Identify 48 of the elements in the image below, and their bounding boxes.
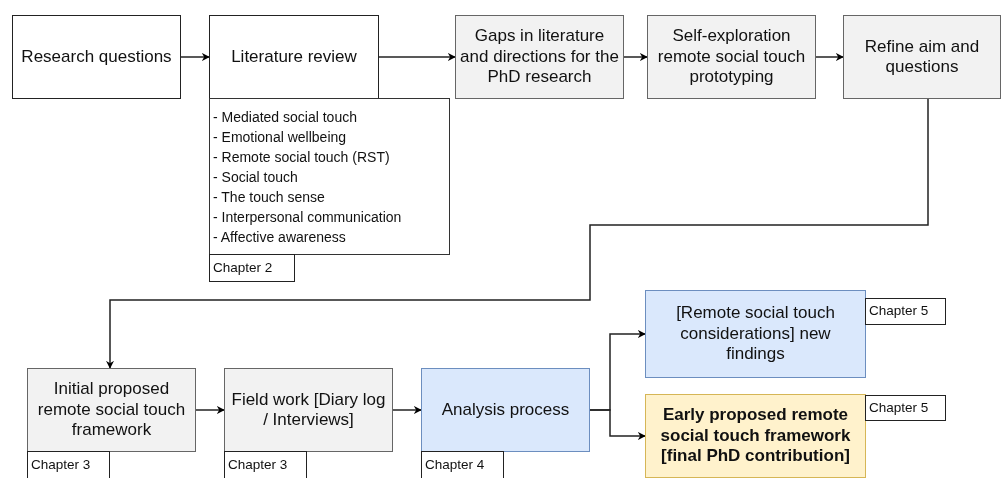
arrow (195, 406, 225, 414)
arrow (815, 53, 844, 61)
arrow (378, 53, 456, 61)
arrow (180, 53, 210, 61)
process-box (421, 368, 590, 452)
process-box (647, 15, 816, 99)
chapter-tag (865, 298, 946, 325)
process-box (12, 15, 181, 99)
node-label: Literature review (231, 46, 357, 68)
node-label: Gaps in literature and directions for the PhD research (460, 26, 619, 88)
process-box (209, 15, 379, 99)
chapter-label: Chapter 3 (31, 456, 91, 474)
node-label: [Remote social touch considerations] new findings (675, 303, 836, 365)
chapter-label: Chapter 5 (869, 399, 929, 417)
node-label: Analysis process (441, 399, 570, 421)
node-label: Self-exploration remote social touch prototyping (656, 26, 807, 88)
node-label: Research questions (21, 46, 172, 68)
list-item: - The touch sense (213, 187, 325, 207)
list-item: - Interpersonal communication (213, 207, 402, 227)
process-box (27, 368, 196, 452)
list-item: - Affective awareness (213, 227, 346, 247)
list-item: - Social touch (213, 167, 298, 187)
list-item: - Remote social touch (RST) (213, 147, 390, 167)
arrow (106, 98, 929, 369)
chapter-tag (421, 451, 504, 478)
chapter-label: Chapter 5 (869, 303, 929, 320)
process-box (224, 368, 393, 452)
node-label: Refine aim and questions (863, 36, 981, 78)
arrow (392, 406, 422, 414)
chapter-label: Chapter 3 (228, 456, 288, 474)
arrow (623, 53, 648, 61)
list-item: - Mediated social touch (213, 107, 357, 127)
process-box (645, 290, 866, 378)
node-label: Initial proposed remote social touch framework (36, 379, 187, 441)
chapter-label: Chapter 4 (425, 456, 485, 474)
node-label: Field work [Diary log / Interviews] (230, 389, 387, 431)
arrow (589, 409, 646, 440)
node-label: Early proposed remote social touch framework [final PhD contribution] (659, 405, 852, 467)
chapter-tag (224, 451, 307, 478)
chapter-tag (865, 395, 946, 421)
chapter-label: Chapter 2 (213, 259, 273, 277)
process-box (645, 394, 866, 478)
chapter-tag (209, 254, 295, 282)
list-item: - Emotional wellbeing (213, 127, 347, 147)
topic-list-box (209, 98, 450, 255)
process-box (455, 15, 624, 99)
chapter-tag (27, 451, 110, 478)
process-box (843, 15, 1001, 99)
